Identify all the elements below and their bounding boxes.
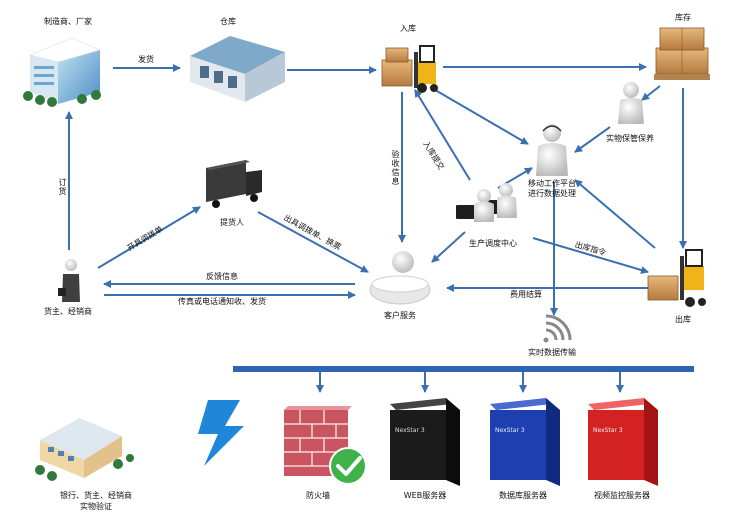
video-server-icon: NexStar 3 — [588, 398, 658, 486]
bank-building-icon — [35, 418, 134, 481]
factory-building-icon — [23, 37, 101, 107]
label-video-server: 视频监控服务器 — [594, 491, 650, 500]
label-shipper-dealer: 货主、经销商 — [44, 307, 92, 316]
edge-keeper-to-platform — [574, 126, 611, 153]
storage-keeper-person-icon — [618, 82, 644, 124]
label-pickup-person: 提货人 — [220, 218, 244, 227]
label-outbound: 出库 — [675, 315, 691, 324]
shipper-dealer-person-icon — [58, 259, 80, 302]
label-fee-settlement: 费用结算 — [510, 290, 542, 299]
label-warehouse: 仓库 — [220, 17, 236, 26]
edge-inbound-to-platform — [429, 86, 529, 145]
mobile-platform-person-icon — [536, 124, 568, 176]
label-storage-keeper: 实物保管保养 — [606, 134, 654, 143]
label-bank-1: 银行、货主、经销商 — [60, 491, 132, 500]
database-server-icon: NexStar 3 — [490, 398, 560, 486]
label-order: 订货 — [58, 178, 67, 196]
label-manufacturer: 制造商、厂家 — [44, 17, 92, 26]
warehouse-icon — [190, 36, 285, 102]
edge-issue-dispatch — [97, 206, 201, 269]
edge-center-to-cs — [431, 231, 466, 263]
edge-outbound-cmd — [532, 237, 649, 274]
video-server-brand: NexStar 3 — [593, 427, 623, 434]
label-db-server: 数据库服务器 — [499, 491, 547, 500]
server-bus — [233, 366, 694, 393]
inventory-stack-icon — [654, 27, 710, 80]
edge-inbound-submit — [414, 89, 471, 181]
edges — [65, 63, 687, 316]
lightning-bolt-icon — [198, 400, 244, 466]
edge-dispatch-exchange — [257, 211, 369, 273]
edge-outbound-to-platform — [574, 179, 656, 249]
db-server-brand: NexStar 3 — [495, 427, 525, 434]
customer-service-desk-icon — [369, 251, 431, 305]
edge-inventory-to-keeper — [641, 85, 661, 101]
label-mobile-platform-2: 进行数据处理 — [528, 189, 576, 198]
label-firewall: 防火墙 — [306, 491, 330, 500]
label-inbound: 入库 — [400, 24, 416, 33]
label-fax-notice: 传真或电话通知收、发货 — [178, 297, 266, 306]
label-customer-service: 客户服务 — [384, 311, 416, 320]
label-inventory: 库存 — [675, 13, 691, 22]
web-server-brand: NexStar 3 — [395, 427, 425, 434]
control-center-operators-icon — [456, 183, 517, 222]
delivery-truck-icon — [206, 160, 262, 208]
label-receipt-info: 验收信息 — [391, 150, 400, 186]
label-feedback: 反馈信息 — [206, 272, 238, 281]
outbound-forklift-icon — [647, 249, 706, 307]
label-ship: 发货 — [138, 55, 154, 64]
label-web-server: WEB服务器 — [403, 491, 447, 500]
checkmark-icon — [329, 447, 367, 485]
label-bank-2: 实物验证 — [80, 502, 112, 511]
inbound-forklift-icon — [381, 45, 438, 93]
wireless-signal-icon — [543, 314, 572, 343]
label-production-center: 生产调度中心 — [469, 239, 517, 248]
web-server-icon: NexStar 3 — [390, 398, 460, 486]
label-mobile-platform-1: 移动工作平台 — [528, 179, 576, 188]
label-realtime-transfer: 实时数据传输 — [528, 348, 576, 357]
